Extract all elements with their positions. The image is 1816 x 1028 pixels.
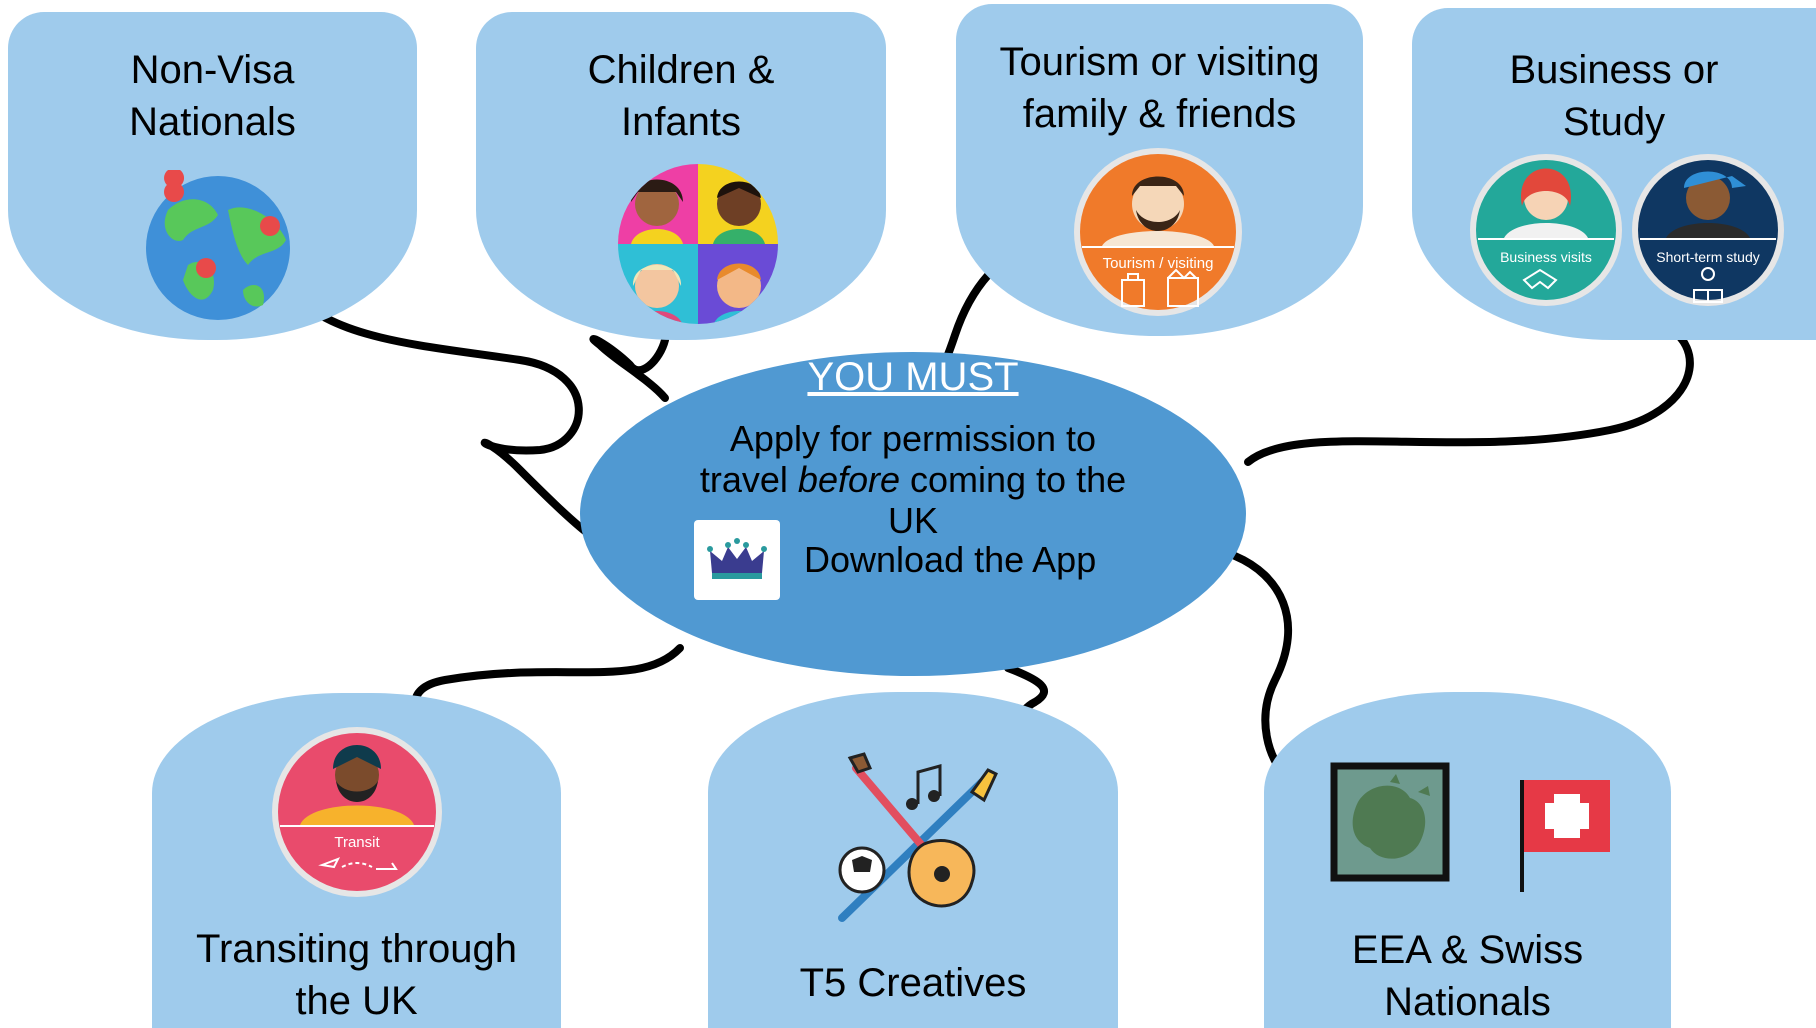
center-line-2-emphasis: before [797,459,900,500]
download-app-row[interactable]: Download the App [694,520,1096,600]
card-transit-title-line1: Transiting through [196,927,517,971]
center-line-2-post: coming to the [900,459,1127,500]
connector-non-visa [284,284,594,539]
business-badge-label: Business visits [1500,249,1592,265]
card-children-title-line2: Infants [620,100,742,144]
download-app-label[interactable]: Download the App [804,539,1097,580]
card-non-visa-title-line1: Non-Visa [130,48,295,92]
card-tourism: Tourism or visiting family & friends Tou… [956,4,1363,336]
card-tourism-title-line1: Tourism or visiting [999,40,1320,84]
transit-avatar-icon: Transit [272,727,442,897]
card-non-visa-title-line2: Nationals [129,100,296,144]
card-transit: Transiting through the UK Transit [152,693,561,1028]
card-creatives-title: T5 Creatives [799,961,1027,1005]
center-line-2: travel before coming to the [640,459,1186,500]
tourist-avatar-icon: Tourism / visiting [1074,148,1242,316]
center-line-1: Apply for permission to [729,418,1097,459]
card-eea-title-line1: EEA & Swiss [1351,928,1584,972]
card-creatives: T5 Creatives [708,692,1118,1028]
crown-app-icon[interactable] [694,520,780,600]
center-line-2-pre: travel [699,459,798,500]
arts-sports-icon [838,752,998,922]
business-study-avatars-icon: Business visits Short-term study [1470,154,1784,306]
central-message-ellipse [580,352,1246,676]
children-faces-icon [618,164,778,324]
globe-with-pins-icon [146,170,290,320]
tourism-badge-label: Tourism / visiting [1103,255,1214,272]
card-tourism-title-line2: family & friends [1022,92,1297,136]
card-non-visa: Non-Visa Nationals [8,12,417,340]
study-badge-label: Short-term study [1656,249,1759,265]
center-instruction: Apply for permission to travel before co… [640,418,1186,541]
card-eea-title-line2: Nationals [1384,980,1551,1024]
center-heading: YOU MUST [807,355,1019,399]
card-business-title-line2: Study [1562,100,1666,144]
card-eea: EEA & Swiss Nationals [1264,692,1671,1028]
card-transit-title-line2: the UK [295,979,418,1023]
card-business: Business or Study Business visits Short-… [1412,8,1816,340]
card-children-title-line1: Children & [587,48,775,92]
card-children: Children & Infants [476,12,886,340]
card-business-title-line1: Business or [1509,48,1719,92]
center-line-3: UK [887,500,938,541]
transit-badge-label: Transit [334,834,380,851]
eu-map-and-swiss-flag-icon [1330,762,1610,892]
